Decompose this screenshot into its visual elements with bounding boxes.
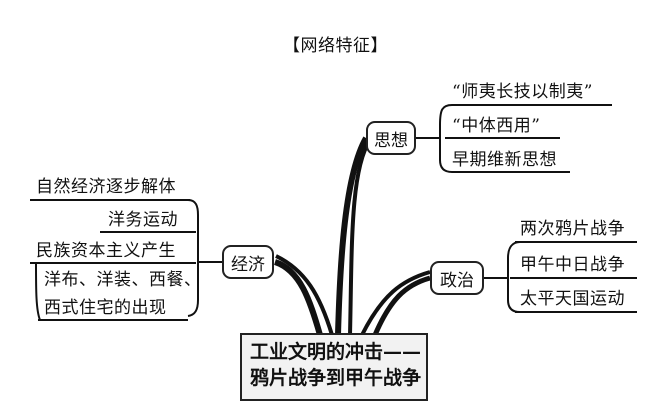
politics-item-3: 太平天国运动 [520, 289, 625, 309]
diagram-header: 【网络特征】 [283, 36, 388, 56]
node-economy: 经济 [222, 245, 274, 279]
bracket-economy [187, 199, 222, 317]
thought-item-1: “师夷长技以制夷” [452, 82, 593, 102]
central-topic-line2: 鸦片战争到甲午战争 [250, 367, 422, 389]
link-thought-inner [348, 138, 372, 336]
thought-item-2: “中体西用” [452, 116, 541, 136]
link-politics [372, 275, 431, 336]
thought-item-3: 早期维新思想 [452, 150, 557, 170]
link-economy-inner [275, 254, 334, 336]
node-economy-label: 经济 [231, 254, 265, 275]
node-thought: 思想 [366, 121, 416, 155]
economy-subitem-line1: 洋布、洋装、西餐、 [44, 270, 202, 290]
economy-item-2: 洋务运动 [108, 210, 178, 230]
politics-item-2: 甲午中日战争 [520, 255, 625, 275]
politics-item-1: 两次鸦片战争 [520, 219, 625, 239]
bracket-politics [484, 241, 521, 313]
link-thought [335, 136, 369, 336]
link-politics-inner [360, 270, 431, 336]
node-politics-label: 政治 [440, 270, 474, 291]
node-thought-label: 思想 [374, 130, 408, 151]
central-topic: 工业文明的冲击—— 鸦片战争到甲午战争 [240, 333, 428, 401]
central-topic-line1: 工业文明的冲击—— [250, 341, 422, 363]
economy-item-1: 自然经济逐步解体 [36, 177, 176, 197]
economy-subitem-line2: 西式住宅的出现 [44, 298, 167, 318]
economy-item-3: 民族资本主义产生 [36, 241, 176, 261]
link-economy [273, 259, 323, 336]
node-politics: 政治 [430, 261, 484, 295]
